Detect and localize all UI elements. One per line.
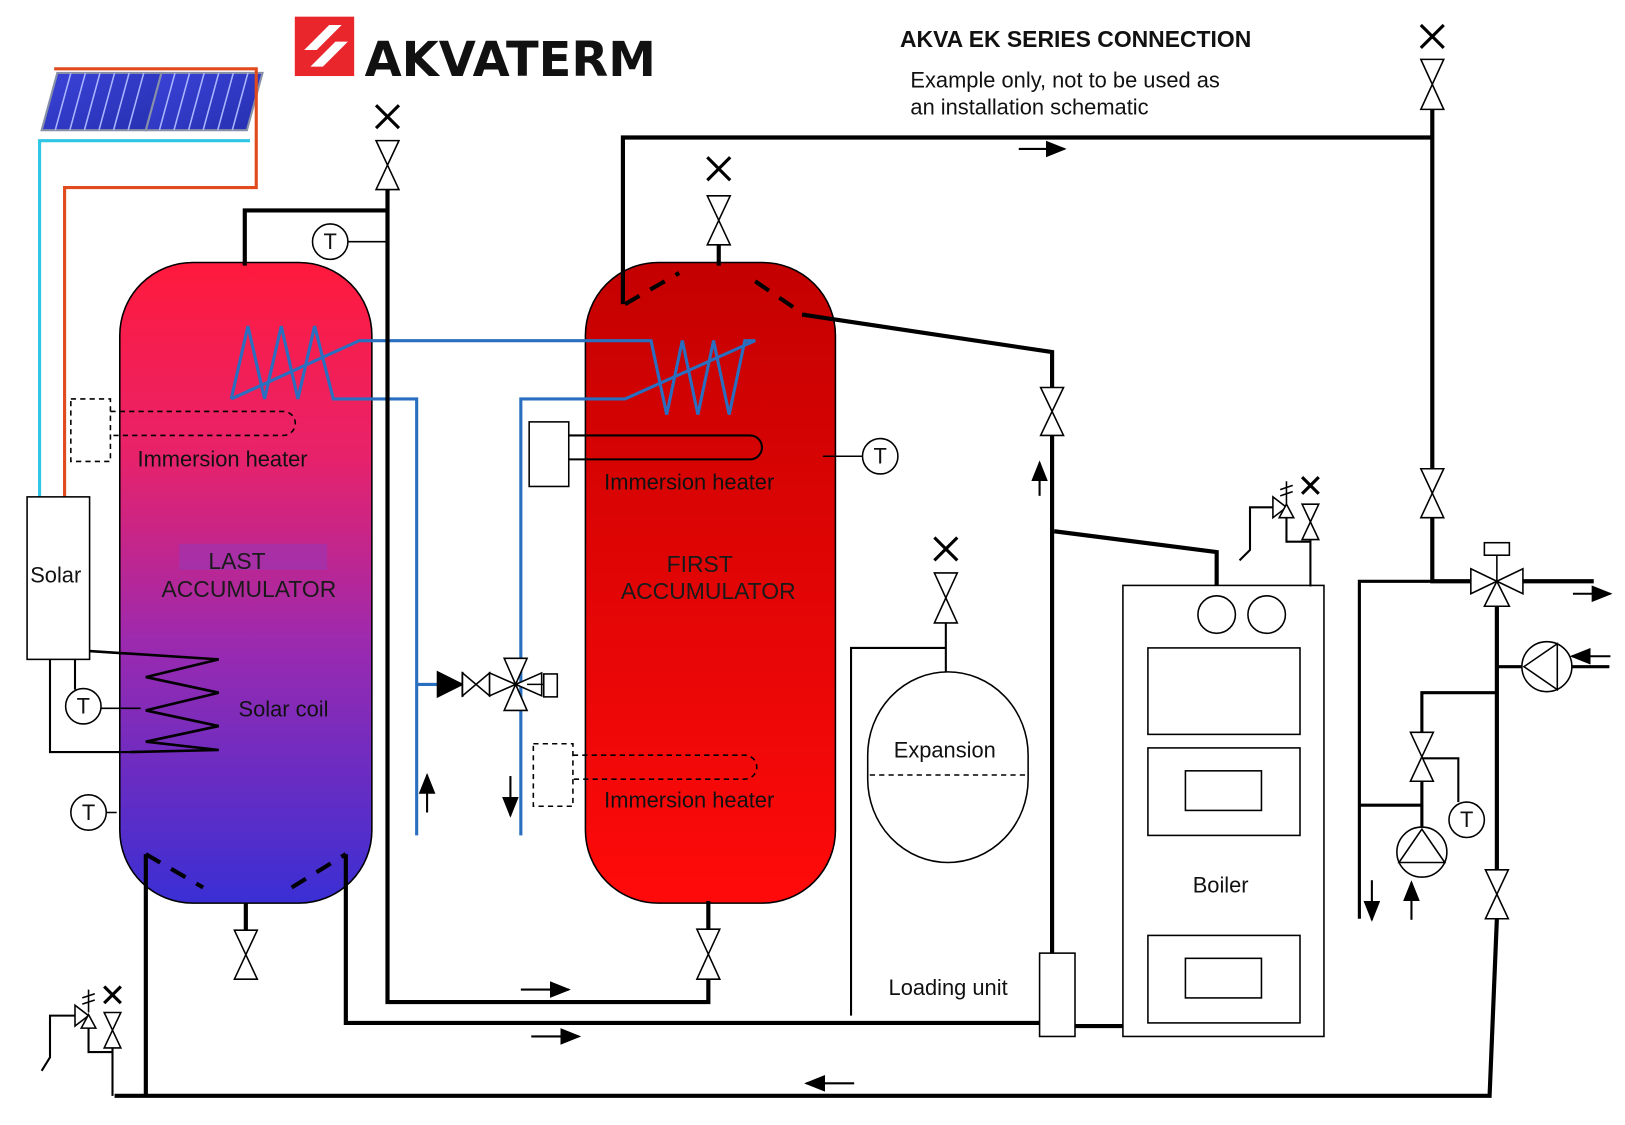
solar-supply-pipe xyxy=(54,67,258,498)
first-accumulator-label-1: FIRST xyxy=(667,551,733,577)
diagram-title: AKVA EK SERIES CONNECTION xyxy=(900,26,1251,52)
return-safety-piping xyxy=(40,1014,114,1096)
boiler-label: Boiler xyxy=(1193,873,1249,898)
last-accumulator-label-highlight xyxy=(179,543,328,570)
last-tank-vent-riser xyxy=(385,189,711,1005)
valve-actuator xyxy=(542,673,559,698)
first-tank-immersion-heater-element xyxy=(568,434,764,461)
three-way-valve-exchanger xyxy=(488,657,559,712)
solar-controller-wiring xyxy=(48,659,131,754)
boiler-outlet-1 xyxy=(1197,595,1237,635)
last-tank-immersion-heater-box xyxy=(70,398,112,463)
first-tank-immersion-heater-label: Immersion heater xyxy=(604,470,774,495)
logo-mark-icon xyxy=(294,16,355,77)
vent-x-icon xyxy=(933,536,959,562)
boiler-flow-pipe xyxy=(1053,529,1219,590)
first-accumulator-label-2: ACCUMULATOR xyxy=(621,578,796,604)
flow-arrows xyxy=(418,140,1613,1092)
isolation-valve-flow-riser xyxy=(1419,467,1445,519)
solar-controller-label: Solar xyxy=(30,562,81,587)
vent-valve-expansion xyxy=(933,572,959,624)
check-valve xyxy=(436,670,465,699)
last-tank-immersion-heater-label: Immersion heater xyxy=(138,447,308,472)
boiler: Boiler xyxy=(1122,584,1325,1038)
valves-and-fittings: T T T T T xyxy=(64,23,1573,1049)
expansion-vessel xyxy=(866,671,1029,864)
first-tank-immersion-heater-box xyxy=(528,421,570,488)
expansion-connection xyxy=(850,622,947,1016)
last-tank-immersion-heater-element xyxy=(110,410,297,437)
bypass-isolation-valve xyxy=(461,671,491,698)
first-tank-top-outlet-pipe xyxy=(620,135,1433,305)
sensor-label: T xyxy=(324,229,337,254)
drain-valve-first-tank xyxy=(695,928,722,980)
last-tank-top-outlet-pipe xyxy=(242,208,388,266)
boiler-middle-window xyxy=(1184,770,1263,812)
solar-coil-label: Solar coil xyxy=(239,697,329,722)
solar-panel-2 xyxy=(144,71,264,132)
logo-mark-stripes xyxy=(304,25,348,67)
boiler-outlet-2 xyxy=(1247,595,1287,635)
drain-valve-last-tank xyxy=(233,929,259,980)
last-tank-return-pipe xyxy=(343,854,1040,1025)
circulation-pump-heating xyxy=(1521,640,1573,693)
temperature-sensor-return: T xyxy=(1448,801,1486,839)
heating-circuit-lines xyxy=(1357,579,1610,919)
return-safety-valve xyxy=(102,1011,123,1049)
vent-x-icon xyxy=(103,985,122,1005)
first-tank-lower-immersion-heater-box xyxy=(532,742,574,808)
temperature-sensor-last-bottom: T xyxy=(70,794,117,831)
temperature-sensor-solar-coil: T xyxy=(64,687,141,725)
solar-collectors xyxy=(40,71,264,132)
vent-valve-last-tank xyxy=(374,139,401,191)
vent-x-icon xyxy=(374,104,401,130)
system-return-pipe xyxy=(114,854,1499,1098)
solar-controller xyxy=(26,496,91,661)
isolation-valve-return xyxy=(1484,869,1510,920)
sensor-label: T xyxy=(874,444,887,469)
sensor-lead-right xyxy=(1421,757,1460,803)
vent-x-icon xyxy=(1419,23,1445,50)
solar-coil xyxy=(89,649,220,754)
vent-x-icon xyxy=(1300,475,1320,495)
first-tank-to-boiler-pipe xyxy=(801,312,1055,954)
last-accumulator-label-1: LAST xyxy=(208,548,265,574)
last-accumulator-label-2: ACCUMULATOR xyxy=(161,576,336,602)
expansion-vessel-label: Expansion xyxy=(894,737,996,762)
boiler-safety-valve xyxy=(1300,503,1320,541)
boiler-lower-window xyxy=(1184,957,1263,999)
isolation-valve-bypass xyxy=(1409,731,1435,783)
exchanger-link-pipe xyxy=(230,339,756,836)
sensor-label: T xyxy=(77,694,90,719)
first-tank-lower-immersion-heater-element xyxy=(572,754,758,780)
loading-unit xyxy=(1038,952,1076,1038)
loading-unit-label: Loading unit xyxy=(889,975,1008,1000)
sensor-label: T xyxy=(1460,807,1473,832)
vent-valve-first-tank xyxy=(706,195,732,246)
vent-valve-top-right xyxy=(1419,58,1445,111)
solar-return-pipe xyxy=(38,139,251,498)
first-tank-top-diffuser xyxy=(623,271,806,317)
diagram-note-line-2: an installation schematic xyxy=(910,95,1148,120)
last-tank-bottom-diffuser xyxy=(144,852,347,890)
vent-x-icon xyxy=(706,156,732,182)
valve-actuator xyxy=(1483,541,1511,556)
temperature-sensor-last-top: T xyxy=(311,223,388,261)
boiler-upper-panel xyxy=(1147,647,1301,736)
circulation-pump-loading xyxy=(1396,826,1448,878)
first-tank-lower-immersion-heater-label: Immersion heater xyxy=(604,787,774,812)
akvaterm-logo: AKVATERM xyxy=(294,16,656,88)
three-way-valve-mixing xyxy=(1470,541,1524,608)
return-relief-valve xyxy=(74,989,98,1029)
diagram-note-line-1: Example only, not to be used as xyxy=(910,68,1220,93)
isolation-valve-boiler-feed xyxy=(1039,386,1065,437)
sensor-label: T xyxy=(82,800,95,825)
logo-text: AKVATERM xyxy=(365,33,656,88)
temperature-sensor-first-tank: T xyxy=(822,437,899,475)
boiler-safety-piping xyxy=(1238,506,1312,587)
boiler-relief-valve xyxy=(1272,481,1296,520)
